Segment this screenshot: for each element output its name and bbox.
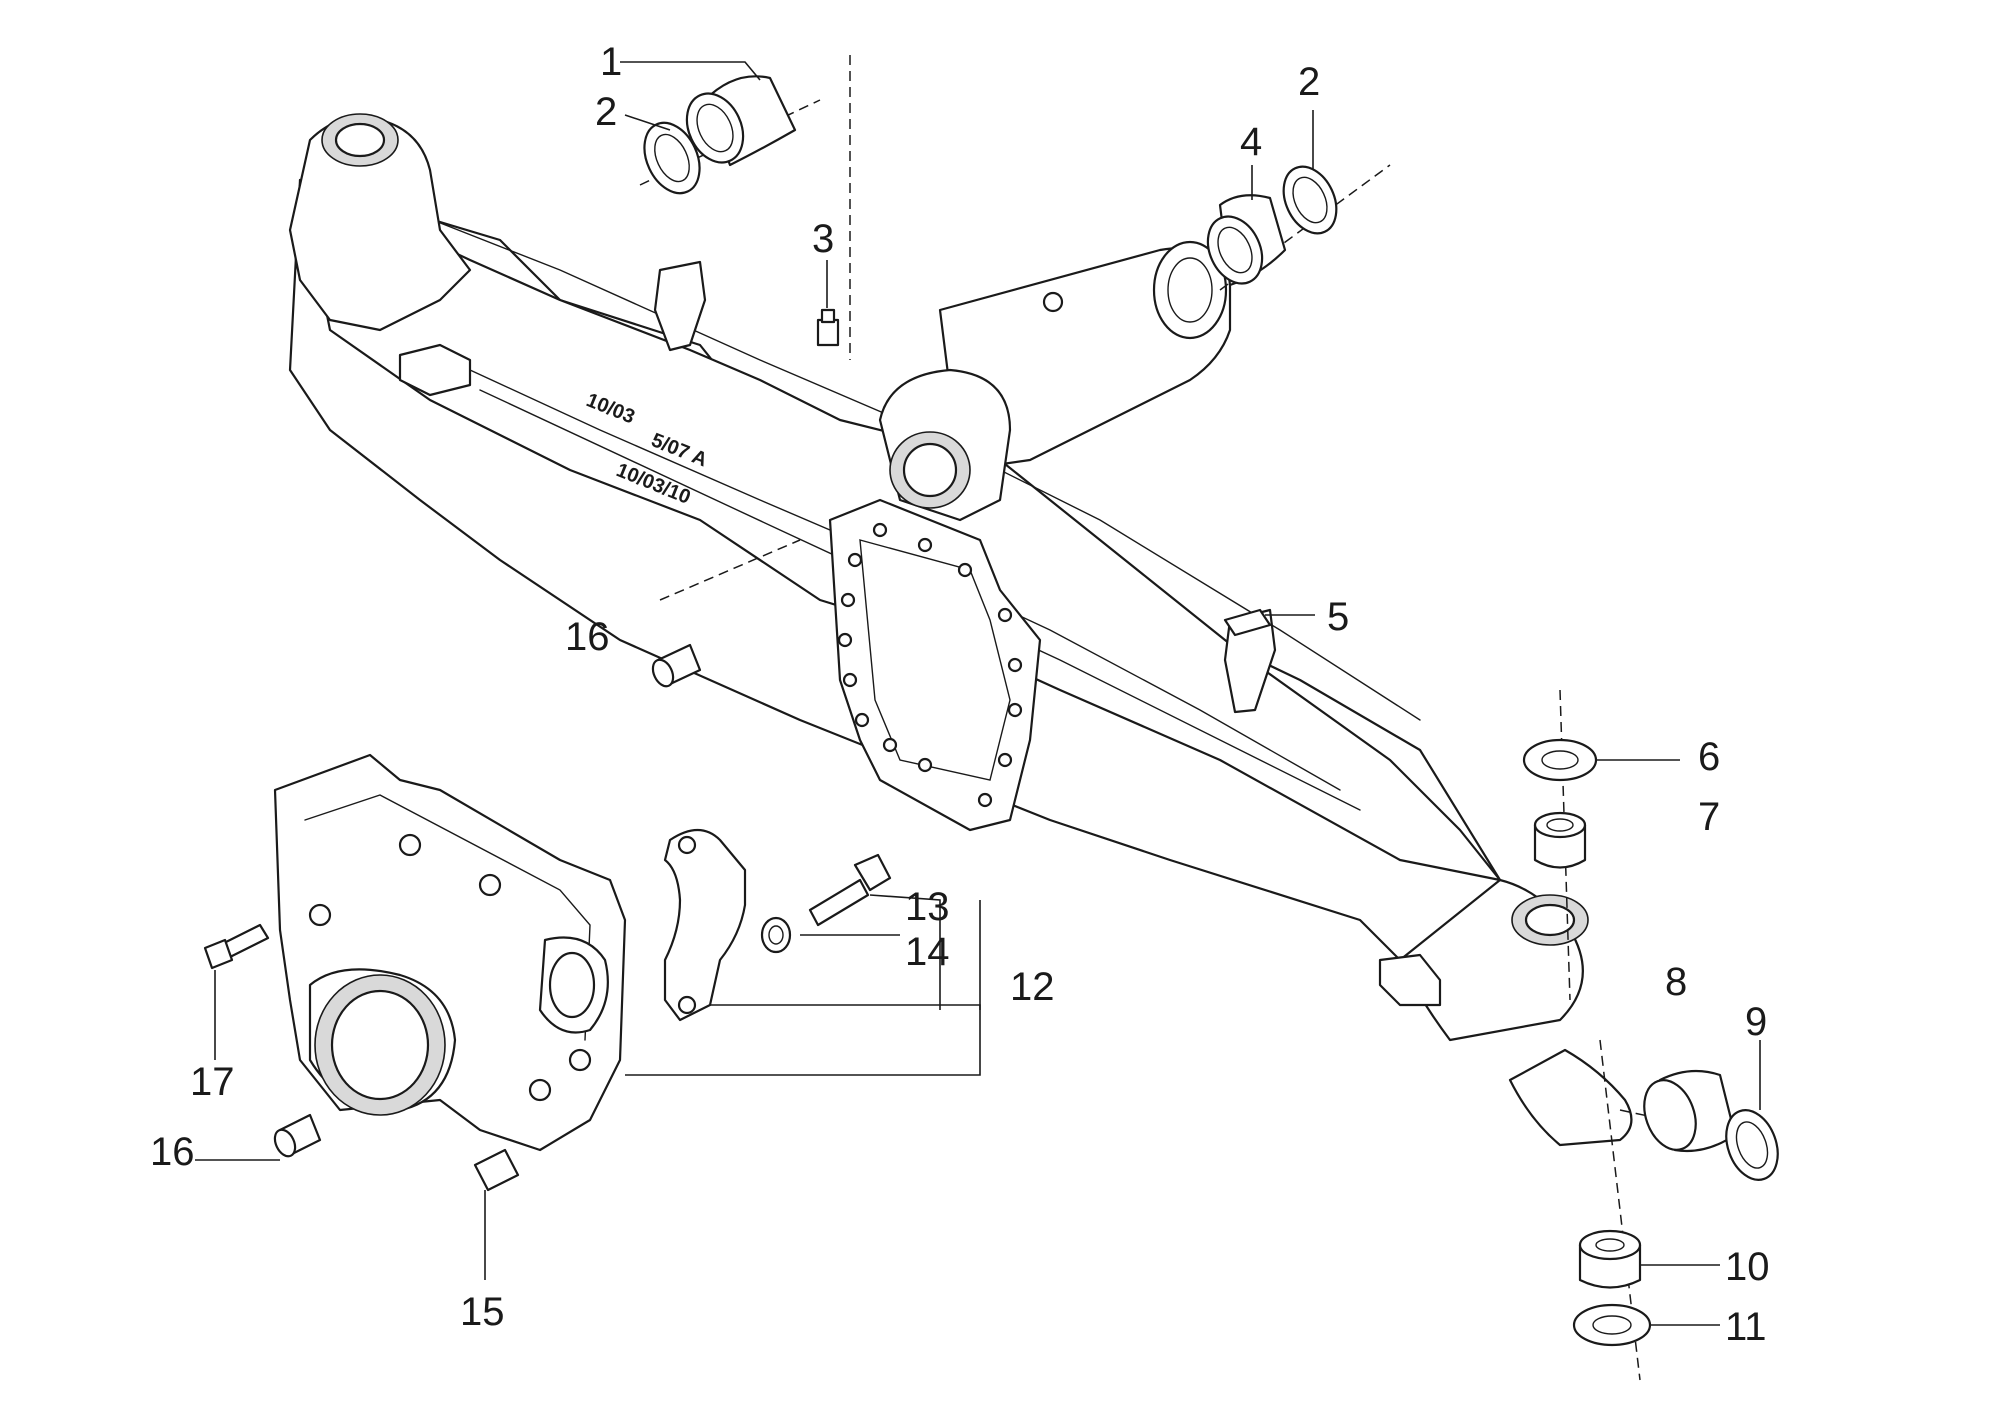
callout-8: 8 bbox=[1665, 960, 1687, 1004]
callout-3: 3 bbox=[812, 217, 834, 261]
part-11-washer bbox=[1572, 1303, 1652, 1347]
part-6-washer bbox=[1522, 738, 1598, 782]
callout-15: 15 bbox=[460, 1290, 505, 1334]
left-upright bbox=[653, 260, 707, 352]
part-1-bushing bbox=[685, 75, 797, 167]
right-upright bbox=[1223, 608, 1277, 714]
callout-6: 6 bbox=[1698, 735, 1720, 779]
part-15-dowel bbox=[473, 1148, 520, 1192]
part-2-seal-right bbox=[1282, 165, 1338, 235]
callout-2-right: 2 bbox=[1298, 60, 1320, 104]
part-9-bushing bbox=[1643, 1069, 1779, 1181]
part-2-seal-left bbox=[643, 121, 701, 195]
right-pad bbox=[1378, 953, 1442, 1007]
callout-11: 11 bbox=[1725, 1305, 1767, 1349]
left-pad bbox=[398, 343, 472, 397]
callout-7: 7 bbox=[1698, 795, 1720, 839]
callout-5: 5 bbox=[1327, 595, 1349, 639]
callout-9: 9 bbox=[1745, 1000, 1767, 1044]
differential-carrier bbox=[273, 753, 627, 1152]
callout-labels: 1 2 2 3 4 5 6 7 8 9 10 11 12 13 14 15 16… bbox=[150, 40, 1770, 1349]
part-7-bushing bbox=[1533, 811, 1587, 869]
callout-16-lower: 16 bbox=[150, 1130, 195, 1174]
callout-10: 10 bbox=[1725, 1245, 1770, 1289]
part-12-bearing-cap bbox=[663, 828, 747, 1022]
axle-beam: 10/03 5/07 A 10/03/10 bbox=[288, 113, 1633, 1147]
part-4-bushing bbox=[1206, 194, 1287, 287]
part-13-bolt bbox=[808, 853, 892, 927]
part-14-sleeve bbox=[760, 916, 792, 954]
callout-2-left: 2 bbox=[595, 90, 617, 134]
callout-12: 12 bbox=[1010, 965, 1055, 1009]
callout-14: 14 bbox=[905, 930, 950, 974]
callout-16-upper: 16 bbox=[565, 615, 610, 659]
part-17-bolt bbox=[203, 923, 270, 970]
flange-bolt-holes bbox=[837, 522, 1023, 808]
part-3-grease-nipple bbox=[816, 308, 840, 347]
callout-17: 17 bbox=[190, 1060, 235, 1104]
leader-lines bbox=[195, 61, 1761, 1326]
part-16-plug-lower bbox=[273, 1113, 322, 1158]
part-5-stop-pad bbox=[1223, 608, 1272, 637]
part-10-bushing bbox=[1578, 1229, 1642, 1289]
callout-1: 1 bbox=[600, 40, 622, 84]
part-16-plug-upper bbox=[651, 643, 702, 688]
callout-13: 13 bbox=[905, 885, 950, 929]
callout-4: 4 bbox=[1240, 120, 1262, 164]
